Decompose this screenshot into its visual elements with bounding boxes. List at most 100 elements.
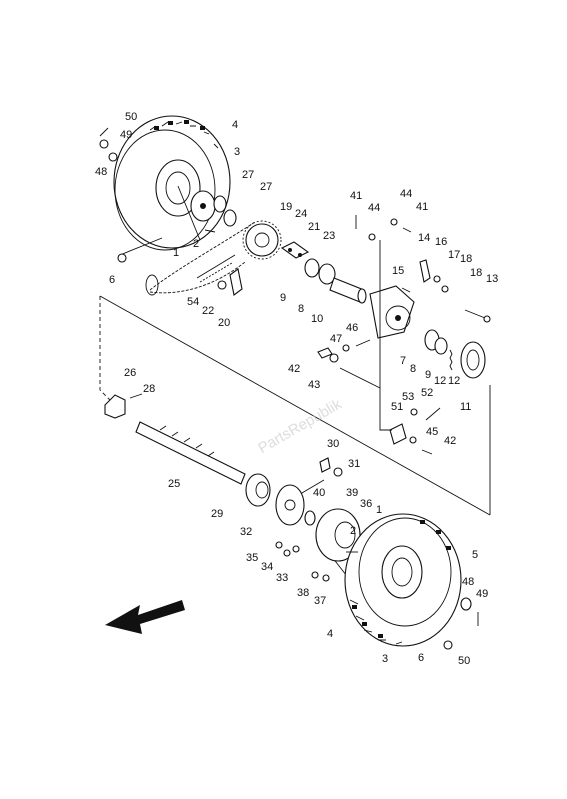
hub-carrier[interactable] — [369, 285, 415, 339]
bolt-50-top[interactable] — [99, 127, 109, 137]
label-26: 26 — [124, 367, 136, 379]
label-7: 7 — [400, 355, 406, 367]
label-22: 22 — [202, 305, 214, 317]
label-42a: 42 — [288, 363, 300, 375]
wheel-hub-left[interactable] — [190, 190, 216, 222]
label-11: 11 — [460, 401, 471, 413]
label-6a: 6 — [109, 274, 115, 286]
label-27b: 27 — [260, 181, 272, 193]
washer-44b[interactable] — [390, 218, 398, 226]
lever-14[interactable] — [419, 259, 431, 283]
label-44b: 44 — [400, 188, 412, 200]
nut-37[interactable] — [322, 574, 330, 582]
label-46: 46 — [346, 322, 358, 334]
label-54: 54 — [187, 296, 199, 308]
brake-drum[interactable] — [460, 341, 486, 379]
label-16: 16 — [435, 236, 447, 248]
label-49b: 49 — [476, 588, 488, 600]
hub-29[interactable] — [245, 473, 271, 507]
nut-45[interactable] — [409, 436, 417, 444]
label-32: 32 — [240, 526, 252, 538]
label-3a: 3 — [234, 146, 240, 158]
bolt-28[interactable] — [129, 393, 143, 399]
bolt-38[interactable] — [311, 571, 319, 579]
label-53: 53 — [402, 391, 414, 403]
nut-49-top[interactable] — [99, 139, 109, 149]
disc-32[interactable] — [275, 484, 305, 526]
bolt-34[interactable] — [283, 549, 291, 557]
label-8b: 8 — [410, 363, 416, 375]
washer-47[interactable] — [342, 344, 350, 352]
spring-12[interactable] — [449, 349, 453, 371]
wheel-hub-right[interactable] — [381, 545, 423, 599]
nut-31[interactable] — [333, 467, 343, 477]
label-48b: 48 — [462, 576, 474, 588]
sprocket[interactable] — [242, 220, 282, 260]
label-43: 43 — [308, 379, 320, 391]
label-2b: 2 — [350, 525, 356, 537]
bolt-35[interactable] — [275, 541, 283, 549]
label-18a: 18 — [460, 253, 472, 265]
label-2a: 2 — [193, 238, 199, 250]
axle-nut-26[interactable] — [104, 394, 126, 419]
label-18b: 18 — [470, 267, 482, 279]
ring-8[interactable] — [318, 263, 336, 285]
washer-43[interactable] — [329, 353, 339, 363]
label-48a: 48 — [95, 166, 107, 178]
ring-9b[interactable] — [434, 337, 448, 355]
label-50a: 50 — [125, 111, 137, 123]
drive-chain[interactable] — [149, 221, 256, 294]
bracket-51[interactable] — [389, 423, 407, 445]
label-12b: 12 — [448, 375, 460, 387]
bolt-46[interactable] — [355, 339, 371, 347]
label-50b: 50 — [458, 655, 470, 667]
sprocket-hub-clamp[interactable] — [280, 241, 310, 259]
nut-22[interactable] — [217, 280, 227, 290]
washer-53[interactable] — [410, 408, 418, 416]
bolt-52[interactable] — [425, 407, 441, 421]
label-31: 31 — [348, 458, 360, 470]
axle-sleeve[interactable] — [329, 277, 367, 304]
nut-16[interactable] — [433, 275, 441, 283]
label-41a: 41 — [350, 190, 362, 202]
label-27a: 27 — [242, 169, 254, 181]
rear-axle[interactable] — [135, 421, 246, 485]
pin-13[interactable] — [464, 309, 491, 323]
ring-40[interactable] — [304, 510, 316, 526]
bracket-20[interactable] — [229, 268, 243, 296]
label-52: 52 — [421, 387, 433, 399]
label-15: 15 — [392, 265, 404, 277]
nut-6-lower[interactable] — [443, 640, 453, 650]
label-38: 38 — [297, 587, 309, 599]
nut-6-top[interactable] — [117, 253, 127, 263]
nut-33[interactable] — [292, 545, 300, 553]
label-34: 34 — [261, 561, 273, 573]
label-23: 23 — [323, 230, 335, 242]
label-20: 20 — [218, 317, 230, 329]
ring-9[interactable] — [304, 258, 320, 278]
clip-30[interactable] — [319, 457, 331, 473]
label-44a: 44 — [368, 202, 380, 214]
label-49a: 49 — [120, 129, 132, 141]
label-10: 10 — [311, 313, 323, 325]
label-14: 14 — [418, 232, 430, 244]
label-9a: 9 — [280, 292, 286, 304]
bolt-42b[interactable] — [421, 449, 433, 455]
nut-17[interactable] — [441, 285, 449, 293]
washer-44a[interactable] — [368, 233, 376, 241]
callout-labels: 50 49 48 4 3 27 27 19 24 21 23 2 1 6 54 … — [95, 111, 498, 667]
bolt-15[interactable] — [401, 287, 411, 293]
washer-27[interactable] — [213, 195, 237, 227]
drum-36[interactable] — [315, 508, 361, 562]
nut-48-top[interactable] — [108, 152, 118, 162]
label-35: 35 — [246, 552, 258, 564]
bolt-41b[interactable] — [402, 227, 412, 233]
bolt-2-top[interactable] — [204, 229, 216, 233]
bolt-54[interactable] — [196, 254, 236, 283]
label-6b: 6 — [418, 652, 424, 664]
washer-48[interactable] — [460, 597, 472, 611]
label-3b: 3 — [382, 653, 388, 665]
label-13: 13 — [486, 273, 498, 285]
label-47: 47 — [330, 333, 342, 345]
